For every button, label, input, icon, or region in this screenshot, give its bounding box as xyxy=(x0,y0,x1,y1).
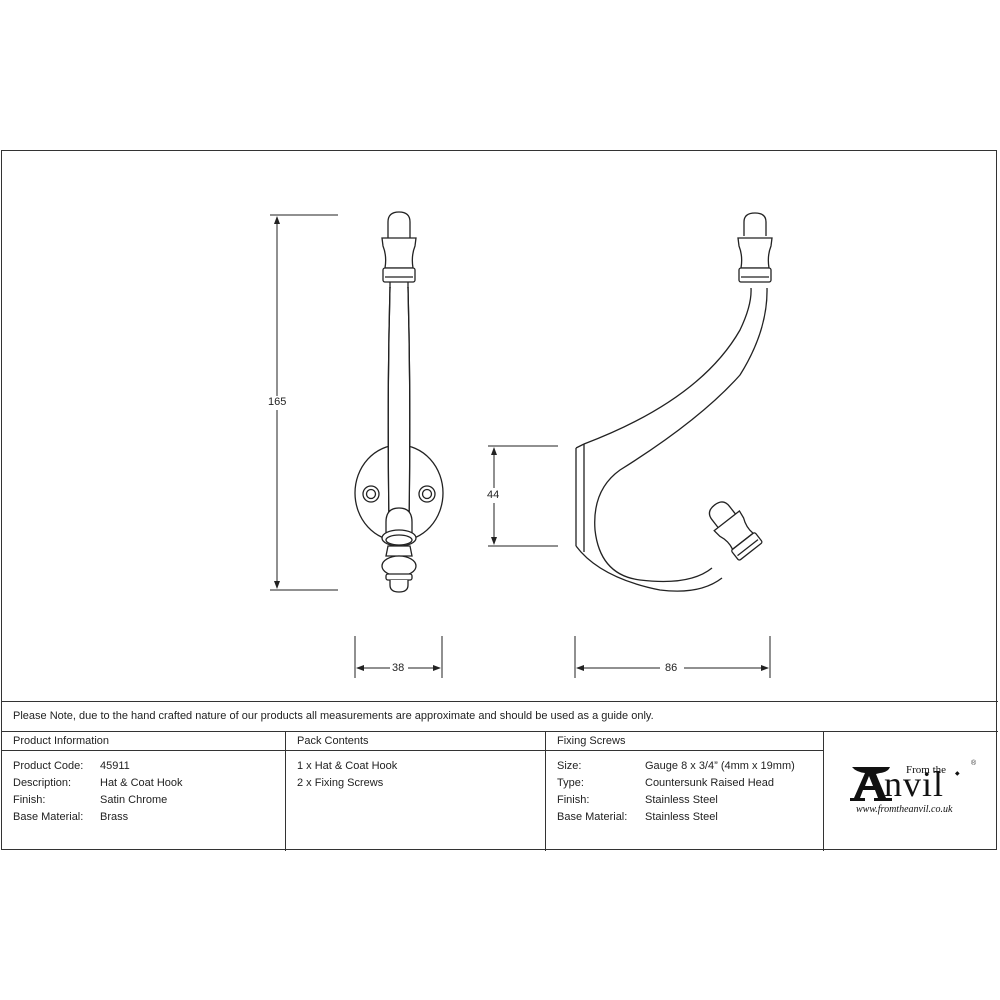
from-the-anvil-logo: From the ◆ ® nvil www.fromtheanvil.co.uk xyxy=(848,760,978,820)
finish-value: Satin Chrome xyxy=(100,794,168,806)
disclaimer-note: Please Note, due to the hand crafted nat… xyxy=(13,710,654,722)
divider-note-top xyxy=(1,701,998,702)
dimension-plate-label: 44 xyxy=(487,489,500,501)
dimension-height-label: 165 xyxy=(268,396,287,408)
screw-type-value: Countersunk Raised Head xyxy=(645,777,775,789)
pack-item: 1 x Hat & Coat Hook xyxy=(297,760,398,772)
divider-logo-top xyxy=(823,731,998,732)
logo-from-the: From the xyxy=(906,764,947,776)
logo-diamond-icon: ◆ xyxy=(955,771,960,777)
base-material-value: Brass xyxy=(100,811,129,823)
description-value: Hat & Coat Hook xyxy=(100,777,183,789)
screw-material-label: Base Material: xyxy=(557,811,628,823)
screw-size-label: Size: xyxy=(557,760,582,772)
product-code-value: 45911 xyxy=(100,760,130,772)
anvil-icon xyxy=(850,767,892,801)
dimension-width-label: 38 xyxy=(392,662,405,674)
screw-type-label: Type: xyxy=(557,777,584,789)
base-material-label: Base Material: xyxy=(13,811,84,823)
finish-label: Finish: xyxy=(13,794,46,806)
pack-contents-heading: Pack Contents xyxy=(297,735,369,747)
drawing-sheet-frame xyxy=(1,150,997,850)
product-information-heading: Product Information xyxy=(13,735,109,747)
description-label: Description: xyxy=(13,777,72,789)
screw-finish-value: Stainless Steel xyxy=(645,794,718,806)
logo-url: www.fromtheanvil.co.uk xyxy=(856,804,953,815)
divider-header-top xyxy=(1,731,824,732)
divider-col-2 xyxy=(545,731,546,851)
screw-finish-label: Finish: xyxy=(557,794,590,806)
pack-item: 2 x Fixing Screws xyxy=(297,777,384,789)
logo-brand-text: nvil xyxy=(884,764,945,804)
screw-size-value: Gauge 8 x 3/4” (4mm x 19mm) xyxy=(645,760,795,772)
divider-header-bottom xyxy=(1,750,824,751)
divider-col-3 xyxy=(823,731,824,851)
product-code-label: Product Code: xyxy=(13,760,84,772)
side-view-hook xyxy=(575,212,773,592)
screw-material-value: Stainless Steel xyxy=(645,811,718,823)
divider-col-1 xyxy=(285,731,286,851)
logo-registered: ® xyxy=(971,760,977,767)
front-view-hook xyxy=(354,211,444,593)
dimension-projection-label: 86 xyxy=(665,662,678,674)
fixing-screws-heading: Fixing Screws xyxy=(557,735,626,747)
